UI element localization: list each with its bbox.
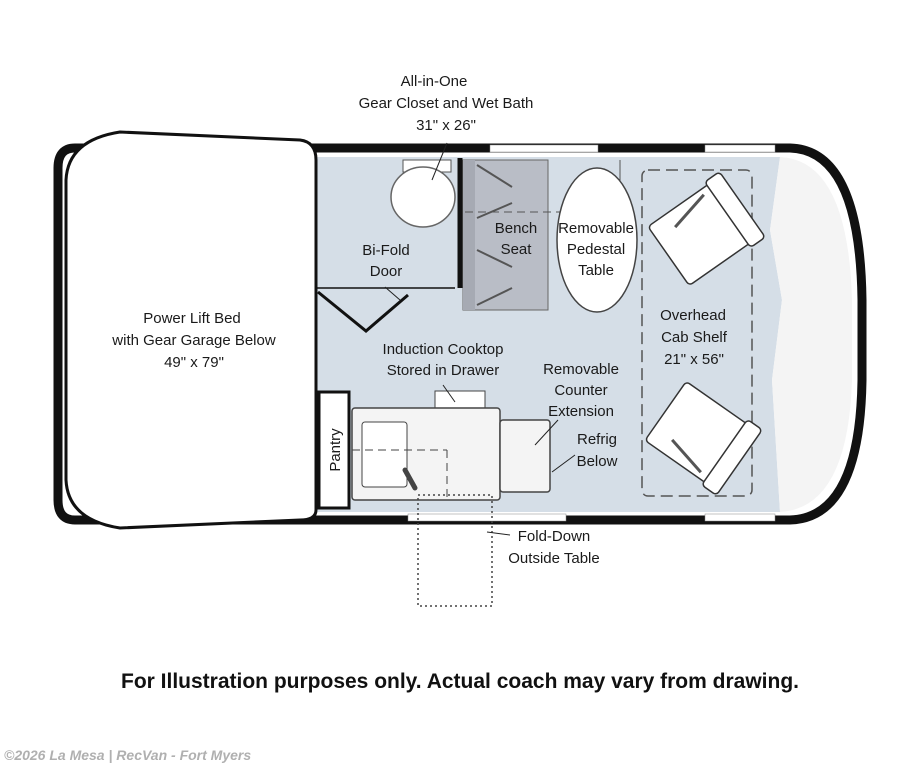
bath-label: Gear Closet and Wet Bath <box>359 95 534 112</box>
pedestal-table[interactable] <box>556 167 638 313</box>
table-label: Table <box>578 262 614 279</box>
cooktop-label: Induction Cooktop <box>383 341 504 358</box>
bench-label: Bench <box>495 220 538 237</box>
passenger-seat <box>645 382 762 495</box>
table-label: Pedestal <box>567 241 625 258</box>
shelf-size: 21" x 56" <box>664 351 724 368</box>
pantry[interactable] <box>317 390 351 510</box>
counter-label: Counter <box>554 382 607 399</box>
bifold-label: Bi-Fold <box>362 242 410 259</box>
sink <box>361 421 408 488</box>
cooktop-label: Stored in Drawer <box>387 362 500 379</box>
window <box>704 513 776 522</box>
pantry-label: Pantry <box>327 428 344 472</box>
bath-label: All-in-One <box>401 73 468 90</box>
shelf-label: Overhead <box>660 307 726 324</box>
power-lift-bed <box>64 130 318 530</box>
counter-extension <box>499 419 551 493</box>
copyright-watermark: ©2026 La Mesa | RecVan - Fort Myers <box>4 747 252 763</box>
refrig-label: Refrig <box>577 431 617 448</box>
bench-label: Seat <box>501 241 533 258</box>
counter-label: Extension <box>548 403 614 420</box>
shelf-label: Cab Shelf <box>661 329 728 346</box>
refrig-label: Below <box>577 453 618 470</box>
bifold-door <box>317 290 409 333</box>
window <box>407 513 567 522</box>
table-label: Removable <box>558 220 634 237</box>
cab-front <box>770 157 852 512</box>
bed-label: with Gear Garage Below <box>111 332 276 349</box>
overhead-cab-shelf <box>641 169 753 497</box>
bed-size: 49" x 79" <box>164 354 224 371</box>
counter-label: Removable <box>543 361 619 378</box>
fold-down-outside-table[interactable] <box>417 494 493 607</box>
bench-seat <box>462 159 549 311</box>
window <box>704 144 776 153</box>
disclaimer: For Illustration purposes only. Actual c… <box>121 670 799 693</box>
outside-table-label: Fold-Down <box>518 528 591 545</box>
window <box>489 144 599 153</box>
outside-table-label: Outside Table <box>508 550 599 567</box>
driver-seat <box>648 172 765 285</box>
bed-label: Power Lift Bed <box>143 310 241 327</box>
toilet <box>390 166 456 228</box>
bifold-label: Door <box>370 263 403 280</box>
bath-size: 31" x 26" <box>416 117 476 134</box>
cooktop-drawer[interactable] <box>434 390 486 411</box>
